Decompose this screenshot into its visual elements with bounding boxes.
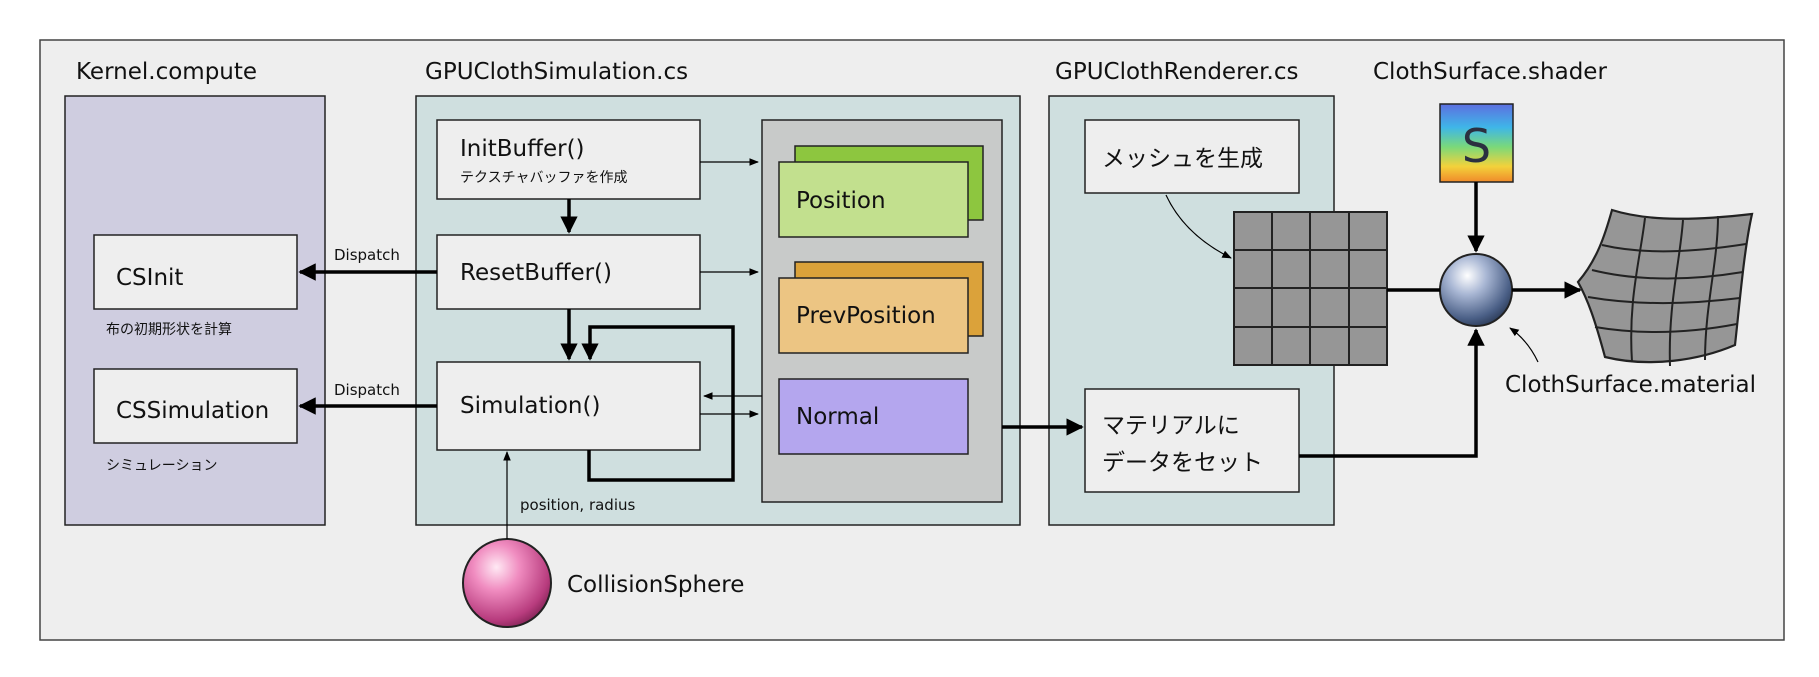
material-sphere-icon [1439,253,1513,327]
position-label: Position [796,188,886,214]
normal-label: Normal [796,404,879,430]
renderer-title: GPUClothRenderer.cs [1055,59,1298,85]
cssimulation-label: CSSimulation [116,398,269,424]
csinit-box[interactable] [93,234,298,310]
shader-title: ClothSurface.shader [1373,59,1607,85]
shader-icon-box [1439,103,1514,183]
csinit-label: CSInit [116,265,183,291]
setdata-label-line2: データをセット [1102,450,1263,476]
cloth-surface-icon [1576,208,1754,367]
resetbuffer-label: ResetBuffer() [460,260,612,286]
cssimulation-box[interactable] [93,368,298,444]
simulation-label: Simulation() [460,393,600,419]
simulation-title: GPUClothSimulation.cs [425,59,688,85]
mesh-label: メッシュを生成 [1102,146,1263,172]
position-buffer[interactable] [778,161,969,238]
dispatch-label-2: Dispatch [334,381,400,399]
material-label-pointer [1509,327,1539,363]
normal-buffer[interactable] [778,378,969,455]
simulation-loop-arrow [581,325,735,482]
prevposition-label: PrevPosition [796,303,936,329]
cssimulation-caption: シミュレーション [106,458,217,474]
material-label: ClothSurface.material [1505,372,1756,398]
shader-icon: S [1462,119,1491,173]
setdata-label-line1: マテリアルに [1102,413,1240,439]
kernel-title: Kernel.compute [76,59,257,85]
prevposition-buffer[interactable] [778,277,969,354]
mesh-to-grid-arrow [1165,194,1232,259]
sphere-params-label: position, radius [520,496,636,514]
setdata-to-material-arrow [1299,328,1485,458]
setdata-box[interactable] [1084,388,1300,493]
mesh-grid [1233,211,1388,366]
initbuffer-caption: テクスチャバッファを作成 [460,170,627,186]
dispatch-label-1: Dispatch [334,246,400,264]
kernel-panel [64,95,326,526]
mesh-box[interactable] [1084,119,1300,194]
collision-sphere-icon [462,538,552,628]
csinit-caption: 布の初期形状を計算 [106,321,232,338]
collision-sphere-label: CollisionSphere [567,572,744,598]
initbuffer-box[interactable] [436,119,701,200]
initbuffer-label: InitBuffer() [460,136,585,162]
